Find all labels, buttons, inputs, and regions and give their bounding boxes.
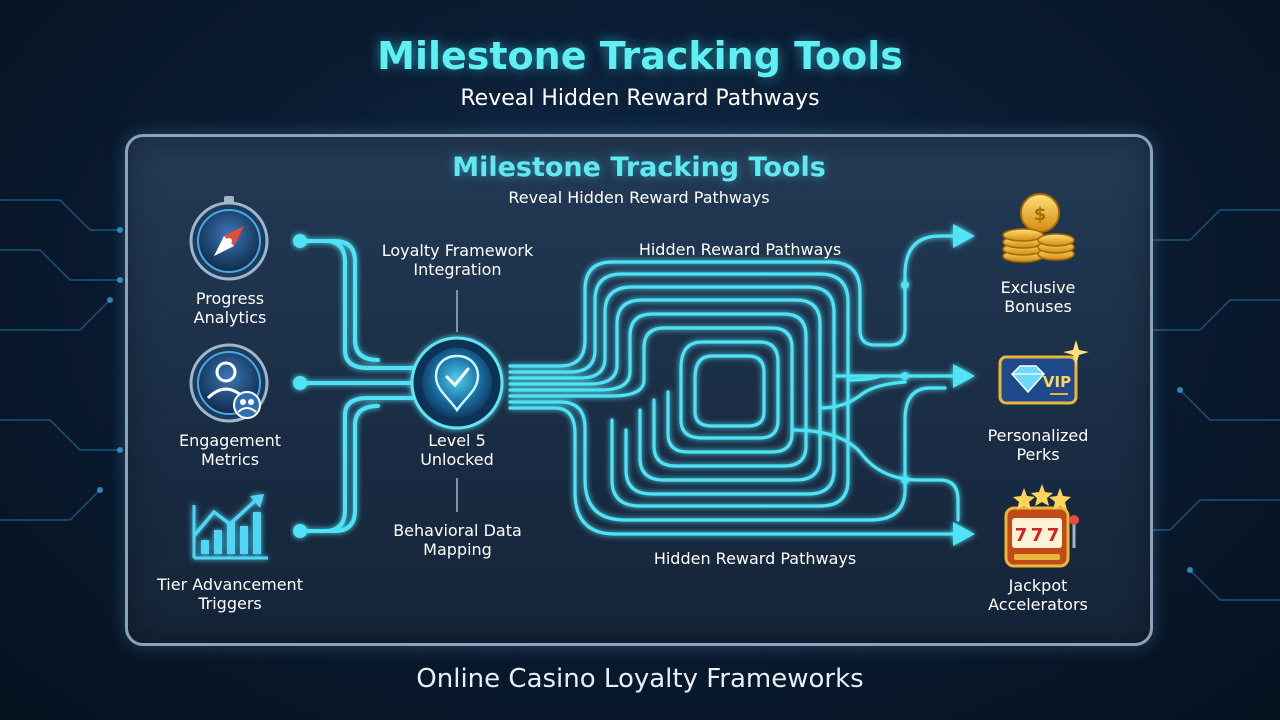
label-line: Behavioral Data — [393, 521, 522, 540]
label-line: Personalized — [987, 426, 1089, 445]
page-subtitle: Reveal Hidden Reward Pathways — [460, 86, 820, 111]
footer-caption: Online Casino Loyalty Frameworks — [416, 664, 864, 694]
reward-pathways — [508, 234, 960, 536]
panel-title: Milestone Tracking Tools — [452, 152, 826, 183]
label-line: Metrics — [200, 450, 260, 469]
svg-text:$: $ — [1034, 204, 1047, 225]
svg-text:7: 7 — [1031, 525, 1044, 546]
vip-badge-text: VIP — [1043, 373, 1071, 391]
label-line: Loyalty Framework — [381, 241, 534, 260]
label-line: Accelerators — [988, 595, 1088, 614]
input-label-tier-advancement: Tier Advancement Triggers — [140, 575, 320, 613]
diagram-panel — [125, 134, 1153, 646]
vip-diamond-icon — [998, 340, 1089, 405]
hub-bottom-label: Behavioral Data Mapping — [380, 521, 535, 559]
growth-chart-icon — [192, 494, 268, 560]
input-label-engagement-metrics: Engagement Metrics — [150, 431, 310, 469]
label-line: Triggers — [198, 594, 262, 613]
compass-icon — [189, 196, 269, 281]
label-line: Progress — [195, 289, 265, 308]
users-icon — [189, 343, 269, 423]
input-label-progress-analytics: Progress Analytics — [150, 289, 310, 327]
label-line: Jackpot — [1008, 576, 1068, 595]
label-line: Engagement — [178, 431, 282, 450]
output-label-jackpot-accelerators: Jackpot Accelerators — [962, 576, 1114, 614]
gold-coins-icon: $ — [1002, 193, 1075, 263]
panel-subtitle: Reveal Hidden Reward Pathways — [508, 188, 770, 207]
label-line: Exclusive — [1000, 278, 1076, 297]
pathways-bottom-label: Hidden Reward Pathways — [653, 549, 857, 568]
hub-top-label: Loyalty Framework Integration — [370, 241, 545, 279]
label-line: Unlocked — [420, 450, 494, 469]
hub-node — [410, 290, 504, 512]
input-connectors — [298, 239, 422, 533]
label-line: Tier Advancement — [157, 575, 303, 594]
label-line: Level 5 — [428, 431, 486, 450]
pathways-top-label: Hidden Reward Pathways — [638, 240, 842, 259]
hub-center-label: Level 5 Unlocked — [397, 431, 517, 469]
check-badge-icon — [434, 354, 480, 413]
output-label-personalized-perks: Personalized Perks — [962, 426, 1114, 464]
label-line: Mapping — [423, 540, 492, 559]
page-title: Milestone Tracking Tools — [377, 34, 903, 78]
output-label-exclusive-bonuses: Exclusive Bonuses — [968, 278, 1108, 316]
label-line: Integration — [413, 260, 502, 279]
label-line: Analytics — [193, 308, 267, 327]
svg-text:7: 7 — [1047, 525, 1060, 546]
label-line: Perks — [1016, 445, 1060, 464]
svg-text:7: 7 — [1015, 525, 1028, 546]
slot-machine-icon: 7 7 7 — [1004, 484, 1079, 568]
label-line: Bonuses — [1004, 297, 1072, 316]
